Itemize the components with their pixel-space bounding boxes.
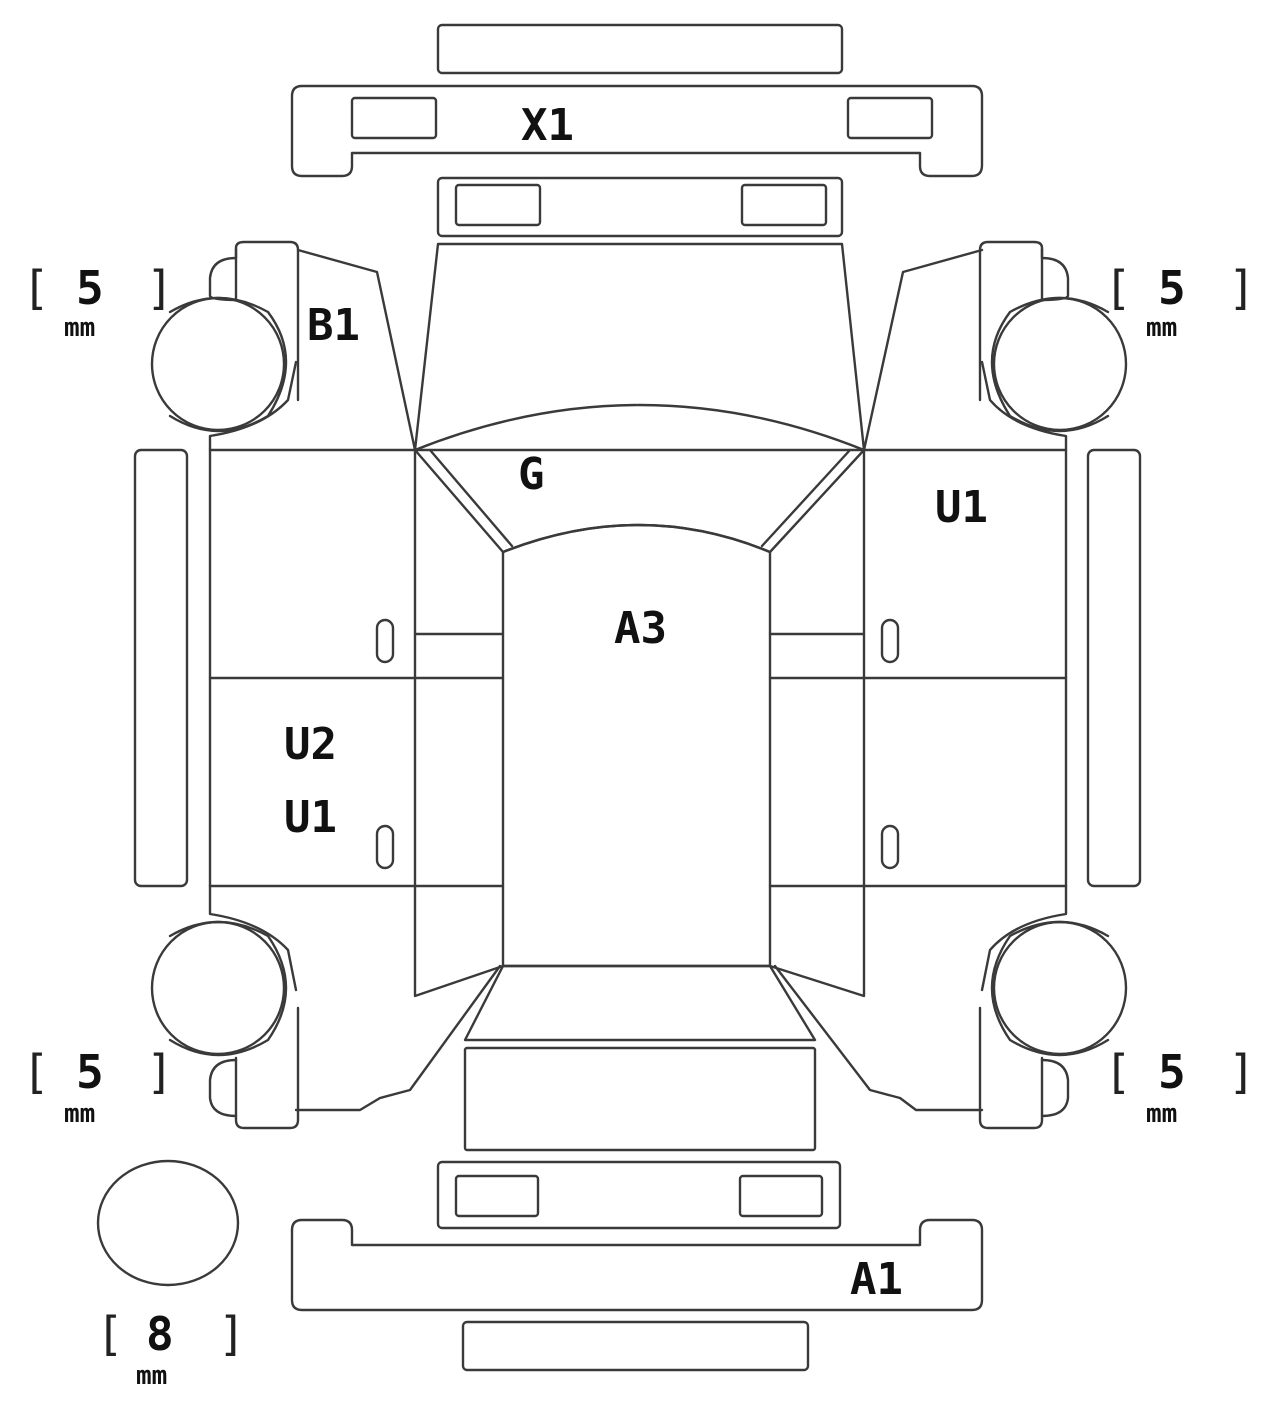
right-side <box>768 448 1142 998</box>
rear-right-bump <box>1040 1058 1070 1118</box>
tire-depth-spare: [ 8 ] mm <box>96 1307 246 1391</box>
front-right-corner <box>862 240 1128 452</box>
rear-right-corner <box>773 884 1128 1130</box>
front-left-fog-light <box>350 96 438 140</box>
front-grille-strip <box>436 23 844 75</box>
left-front-door-handle <box>375 618 395 664</box>
depth-value: 5 <box>76 261 104 315</box>
depth-unit: mm <box>1146 313 1177 343</box>
depth-value: 5 <box>76 1045 104 1099</box>
spare-tire <box>96 1159 240 1287</box>
windshield-section <box>413 403 866 554</box>
front-right-mirror-bump <box>1040 247 1070 302</box>
front-left-mirror-bump <box>208 247 238 302</box>
hood-panel <box>413 242 866 452</box>
front-left-headlight <box>454 183 542 227</box>
roof-panel <box>501 523 772 968</box>
depth-unit: mm <box>1146 1099 1177 1129</box>
label-u1-left: U1 <box>284 792 337 843</box>
front-grille <box>436 176 844 238</box>
tire-depth-rear-right: [ 5 ] mm <box>1104 1045 1256 1129</box>
rear-right-fender <box>773 884 1068 1112</box>
tire-depth-rear-left: [ 5 ] mm <box>22 1045 174 1129</box>
rear-valance-strip <box>461 1320 810 1372</box>
rear-right-wheel-tread <box>990 920 1110 1057</box>
windshield-left-pillar <box>428 448 514 548</box>
depth-unit: mm <box>136 1361 167 1391</box>
front-right-headlight <box>740 183 828 227</box>
bracket-open: [ <box>96 1307 124 1361</box>
left-rear-door-handle <box>375 824 395 870</box>
front-left-wheel <box>150 296 286 432</box>
trunk-lid <box>463 1046 817 1152</box>
front-bumper <box>290 84 984 178</box>
front-left-wheel-arch <box>234 240 300 402</box>
bracket-open: [ <box>1104 1045 1132 1099</box>
windshield-glass <box>413 403 866 554</box>
left-side <box>133 448 505 998</box>
rear-bumper <box>290 1218 984 1312</box>
left-side-skirt <box>133 448 189 888</box>
rear-right-wheel-arch <box>978 1006 1044 1130</box>
rear-left-bump <box>208 1058 238 1118</box>
front-right-fender <box>862 248 1068 452</box>
rear-right-tail-light <box>738 1174 824 1218</box>
depth-value: 5 <box>1158 1045 1186 1099</box>
rear-section <box>290 964 984 1372</box>
label-a1: A1 <box>850 1254 903 1305</box>
bracket-close: ] <box>146 1045 174 1099</box>
label-x1: X1 <box>521 100 574 151</box>
tire-depth-front-left: [ 5 ] mm <box>22 261 174 343</box>
rear-window <box>463 964 817 1042</box>
depth-unit: mm <box>64 1099 95 1129</box>
front-right-wheel <box>992 296 1128 432</box>
rear-left-wheel-arch <box>234 1006 300 1130</box>
label-a3: A3 <box>614 603 667 654</box>
rear-left-wheel-tread <box>168 920 288 1057</box>
label-b1: B1 <box>307 300 360 351</box>
depth-unit: mm <box>64 313 95 343</box>
label-u2: U2 <box>284 719 337 770</box>
rear-panel <box>436 1160 842 1230</box>
bracket-open: [ <box>22 261 50 315</box>
rear-left-fender <box>208 884 502 1112</box>
bracket-close: ] <box>1228 1045 1256 1099</box>
bracket-close: ] <box>146 261 174 315</box>
rear-left-corner <box>150 884 502 1130</box>
left-glass-line <box>413 448 505 998</box>
front-right-wheel-tread <box>990 296 1110 433</box>
rear-right-wheel <box>992 920 1128 1056</box>
bracket-close: ] <box>1228 261 1256 315</box>
right-front-door-handle <box>880 618 900 664</box>
label-g: G <box>518 449 545 500</box>
bracket-open: [ <box>1104 261 1132 315</box>
front-right-fog-light <box>846 96 934 140</box>
front-right-wheel-arch <box>978 240 1044 402</box>
depth-value: 5 <box>1158 261 1186 315</box>
front-left-corner <box>150 240 417 452</box>
depth-value: 8 <box>146 1307 174 1361</box>
bracket-open: [ <box>22 1045 50 1099</box>
right-rear-door-handle <box>880 824 900 870</box>
right-side-skirt <box>1086 448 1142 888</box>
rear-left-tail-light <box>454 1174 540 1218</box>
rear-left-wheel <box>150 920 286 1056</box>
tire-depth-front-right: [ 5 ] mm <box>1104 261 1256 343</box>
front-section <box>290 23 984 238</box>
bracket-close: ] <box>218 1307 246 1361</box>
right-glass-line <box>768 448 866 998</box>
windshield-right-pillar <box>760 448 852 548</box>
label-u1-right: U1 <box>935 482 988 533</box>
front-left-wheel-tread <box>168 296 288 433</box>
